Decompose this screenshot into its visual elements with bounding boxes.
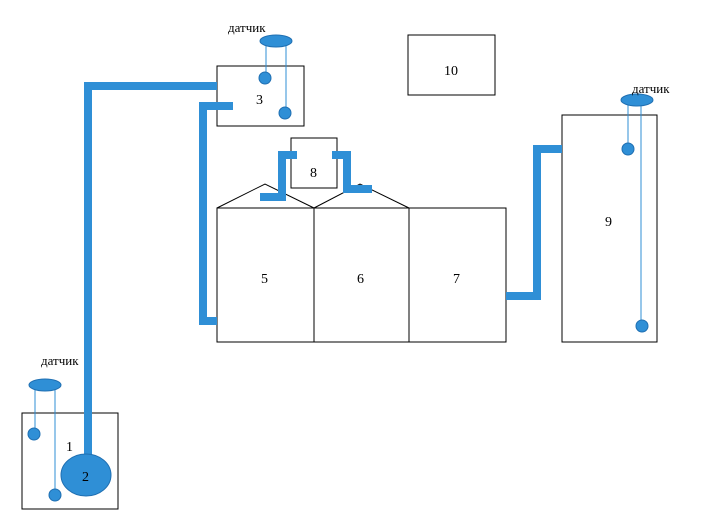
block-7-label: 7 bbox=[453, 272, 460, 287]
sensor-label: датчик bbox=[41, 353, 79, 368]
sensor-head-icon bbox=[28, 378, 62, 392]
level-probe-icon bbox=[278, 106, 292, 120]
level-probe-icon bbox=[48, 488, 62, 502]
pipe-block-8-to-block-6 bbox=[332, 151, 372, 193]
block-6-label: 6 bbox=[357, 272, 364, 287]
pump-icon bbox=[60, 453, 112, 497]
level-probe-icon bbox=[258, 71, 272, 85]
block-10-label: 10 bbox=[444, 64, 458, 79]
block-5-label: 5 bbox=[261, 272, 268, 287]
sensor-block-9: датчик bbox=[620, 81, 670, 333]
roof-block-6 bbox=[313, 183, 410, 209]
sensor-label: датчик bbox=[632, 81, 670, 96]
level-probe-icon bbox=[27, 427, 41, 441]
block-6 bbox=[313, 207, 410, 343]
sensor-label: датчик bbox=[228, 20, 266, 35]
block-5 bbox=[216, 207, 315, 343]
pipe-block-7-to-block-9 bbox=[506, 145, 562, 300]
block-3-label: 3 bbox=[256, 93, 263, 108]
block-7 bbox=[408, 207, 507, 343]
pipe-block-3-to-block-5 bbox=[199, 102, 233, 325]
roof-block-5 bbox=[216, 183, 315, 209]
block-8-label: 8 bbox=[310, 166, 317, 181]
sensor-block-1: датчик bbox=[27, 353, 79, 502]
block-8 bbox=[290, 137, 338, 189]
block-1-label: 1 bbox=[66, 440, 73, 455]
block-9-label: 9 bbox=[605, 215, 612, 230]
pipe-block-8-to-block-5 bbox=[260, 151, 297, 201]
block-10 bbox=[407, 34, 496, 96]
level-probe-icon bbox=[621, 142, 635, 156]
level-probe-icon bbox=[635, 319, 649, 333]
sensor-block-3: датчик bbox=[228, 20, 293, 120]
pipe-pump-to-block-3 bbox=[84, 82, 217, 458]
block-2-label: 2 bbox=[82, 470, 89, 485]
sensor-head-icon bbox=[620, 93, 654, 107]
sensor-head-icon bbox=[259, 34, 293, 48]
